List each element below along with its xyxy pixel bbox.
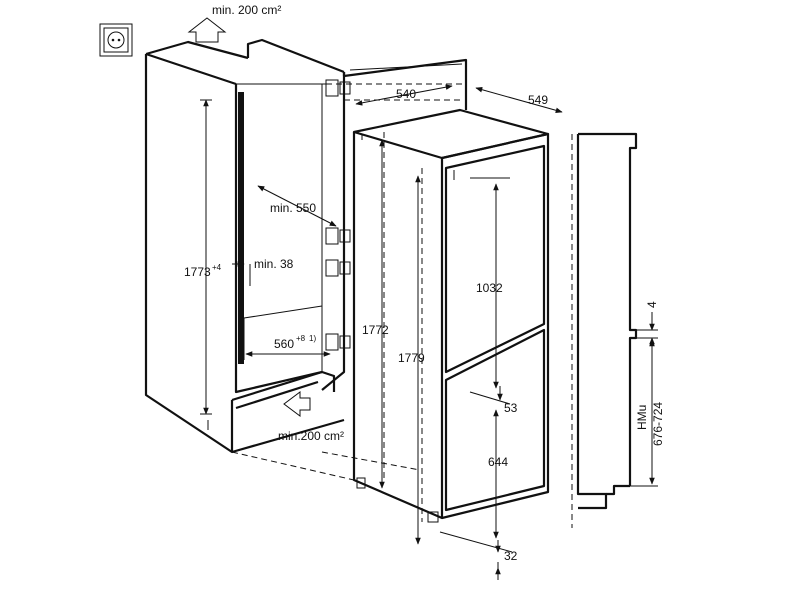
width-540-label: 540 [396,87,416,101]
niche-width-label: 560 [274,337,294,351]
dim-gap-53 [469,386,511,405]
niche-width-sup: +8 [296,334,306,343]
appliance-body [352,108,550,523]
height-1772-label: 1772 [362,323,389,337]
niche-height-label: 1773 [184,265,211,279]
vent-bottom-label: min.200 cm² [278,429,344,443]
niche-height-sup: +4 [212,263,222,272]
hinge-bottom-icon [325,333,351,351]
hinge-mid2-icon [325,259,351,277]
vent-top-label: min. 200 cm² [212,3,281,17]
dim-upper-door [470,177,510,389]
upper-door-label: 1032 [476,281,503,295]
niche-width-note: 1) [309,334,316,343]
vent-top-arrow-icon [187,17,227,43]
dim-depth-549 [475,86,563,114]
depth-549-label: 549 [528,93,548,107]
furniture-door-open [342,58,468,110]
lower-door-label: 644 [488,455,508,469]
hmu-range-label: 676-724 [651,402,665,446]
cabinet-niche [144,38,346,454]
height-1779-label: 1779 [398,351,425,365]
bottom-32-label: 32 [504,549,518,563]
gap-53-label: 53 [504,401,518,415]
dim-niche-height [200,99,212,415]
dim-bottom-32 [439,531,513,580]
gap-4-label: 4 [645,301,659,308]
vent-bottom-arrow-icon [283,391,311,417]
dim-width-540 [355,84,453,106]
dim-side-gap [232,261,251,286]
niche-depth-label: min. 550 [270,201,316,215]
side-profile [576,132,658,510]
side-gap-label: min. 38 [254,257,294,271]
hmu-label: HMu [635,405,649,430]
hinge-mid-icon [325,227,351,245]
power-socket-icon [99,23,133,57]
dim-niche-depth [257,185,337,227]
hinge-top-icon [325,79,351,97]
